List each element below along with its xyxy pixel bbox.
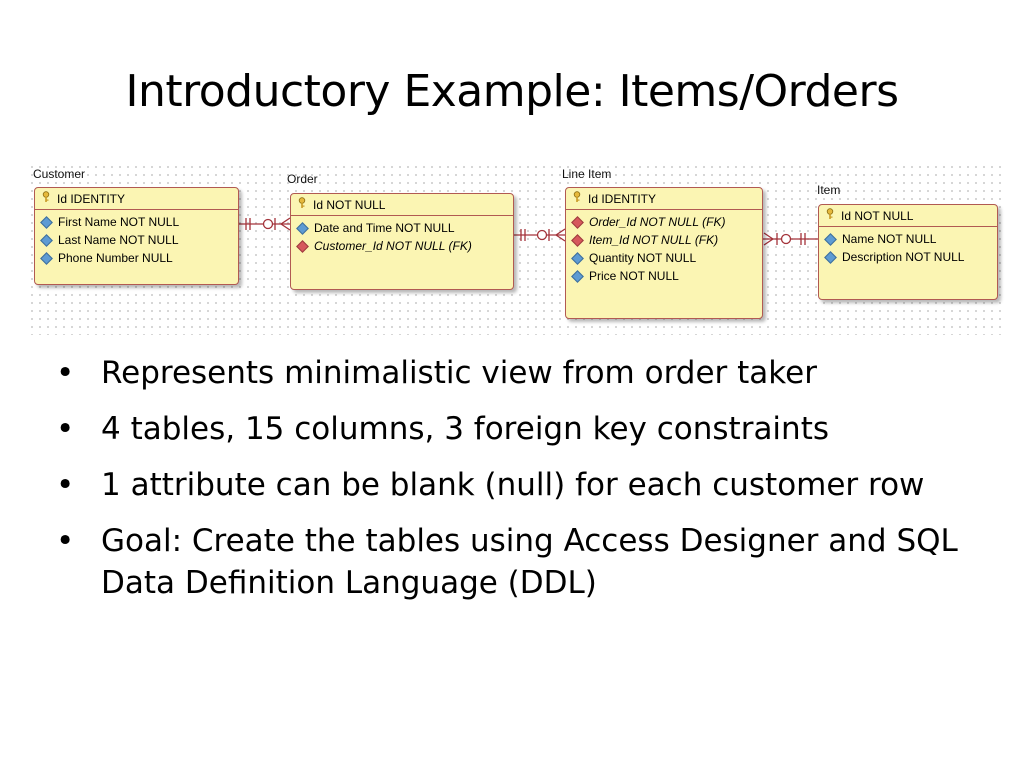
- bullet-item: • 4 tables, 15 columns, 3 foreign key con…: [56, 408, 986, 450]
- diamond-icon: [571, 269, 584, 283]
- pk-label: Id NOT NULL: [313, 197, 386, 212]
- slide-title: Introductory Example: Items/Orders: [125, 66, 899, 117]
- bullet-list: • Represents minimalistic view from order…: [56, 352, 986, 618]
- entity-name-item: Item: [817, 183, 841, 197]
- bullet-item: • Represents minimalistic view from order…: [56, 352, 986, 394]
- entity-order[interactable]: Id NOT NULL Date and Time NOT NULL Custo…: [290, 193, 514, 290]
- er-diagram: Customer Id IDENTITY First Name NOT NULL…: [28, 163, 1004, 335]
- entity-name-customer: Customer: [33, 167, 86, 181]
- pk-label: Id IDENTITY: [57, 191, 126, 206]
- bullet-item: • Goal: Create the tables using Access De…: [56, 520, 986, 604]
- column-row: Quantity NOT NULL: [571, 249, 762, 267]
- column-row: Item_Id NOT NULL (FK): [571, 231, 762, 249]
- key-icon: [297, 197, 307, 212]
- entity-customer[interactable]: Id IDENTITY First Name NOT NULL Last Nam…: [34, 187, 239, 285]
- bullet-item: • 1 attribute can be blank (null) for eac…: [56, 464, 986, 506]
- column-row: Last Name NOT NULL: [40, 231, 238, 249]
- bullet-text: Represents minimalistic view from order …: [101, 355, 817, 391]
- column-label: Phone Number NULL: [58, 251, 173, 265]
- relationship-lineitem-item: [763, 232, 818, 246]
- fk-column-label: Order_Id NOT NULL (FK): [589, 215, 726, 229]
- diamond-icon: [571, 251, 584, 265]
- pk-row: Id IDENTITY: [566, 188, 762, 210]
- column-row: Customer_Id NOT NULL (FK): [296, 237, 513, 255]
- diamond-icon: [824, 232, 837, 246]
- relationship-order-lineitem: [514, 228, 566, 242]
- diamond-icon: [40, 233, 53, 247]
- key-icon: [825, 208, 835, 223]
- relationship-customer-order: [239, 217, 291, 231]
- pk-row: Id NOT NULL: [819, 205, 997, 227]
- column-row: Price NOT NULL: [571, 267, 762, 285]
- bullet-text: 4 tables, 15 columns, 3 foreign key cons…: [101, 411, 830, 447]
- key-icon: [572, 191, 582, 206]
- pk-row: Id NOT NULL: [291, 194, 513, 216]
- pk-row: Id IDENTITY: [35, 188, 238, 210]
- fk-column-label: Customer_Id NOT NULL (FK): [314, 239, 472, 253]
- column-row: Description NOT NULL: [824, 248, 997, 266]
- pk-label: Id IDENTITY: [588, 191, 657, 206]
- column-label: Name NOT NULL: [842, 232, 937, 246]
- column-label: Date and Time NOT NULL: [314, 221, 455, 235]
- bullet-marker: •: [56, 523, 75, 559]
- key-icon: [41, 191, 51, 206]
- pk-label: Id NOT NULL: [841, 208, 914, 223]
- diamond-icon: [40, 251, 53, 265]
- bullet-marker: •: [56, 467, 75, 503]
- column-row: Date and Time NOT NULL: [296, 219, 513, 237]
- entity-name-line-item: Line Item: [562, 167, 612, 181]
- bullet-text: 1 attribute can be blank (null) for each…: [101, 467, 925, 503]
- relationship-lines: [239, 217, 818, 246]
- fk-column-label: Item_Id NOT NULL (FK): [589, 233, 719, 247]
- column-label: Price NOT NULL: [589, 269, 679, 283]
- diamond-icon: [40, 215, 53, 229]
- bullet-marker: •: [56, 411, 75, 447]
- diamond-icon: [824, 250, 837, 264]
- fk-diamond-icon: [571, 215, 584, 229]
- column-label: First Name NOT NULL: [58, 215, 180, 229]
- diamond-icon: [296, 221, 309, 235]
- column-row: Name NOT NULL: [824, 230, 997, 248]
- column-label: Quantity NOT NULL: [589, 251, 697, 265]
- column-label: Description NOT NULL: [842, 250, 965, 264]
- entity-line-item[interactable]: Id IDENTITY Order_Id NOT NULL (FK) Item_…: [565, 187, 763, 319]
- entity-name-order: Order: [287, 172, 318, 186]
- column-row: First Name NOT NULL: [40, 213, 238, 231]
- column-row: Phone Number NULL: [40, 249, 238, 267]
- column-label: Last Name NOT NULL: [58, 233, 179, 247]
- entity-item[interactable]: Id NOT NULL Name NOT NULL Description NO…: [818, 204, 998, 300]
- bullet-marker: •: [56, 355, 75, 391]
- bullet-text: Goal: Create the tables using Access Des…: [101, 523, 958, 601]
- column-row: Order_Id NOT NULL (FK): [571, 213, 762, 231]
- fk-diamond-icon: [571, 233, 584, 247]
- fk-diamond-icon: [296, 239, 309, 253]
